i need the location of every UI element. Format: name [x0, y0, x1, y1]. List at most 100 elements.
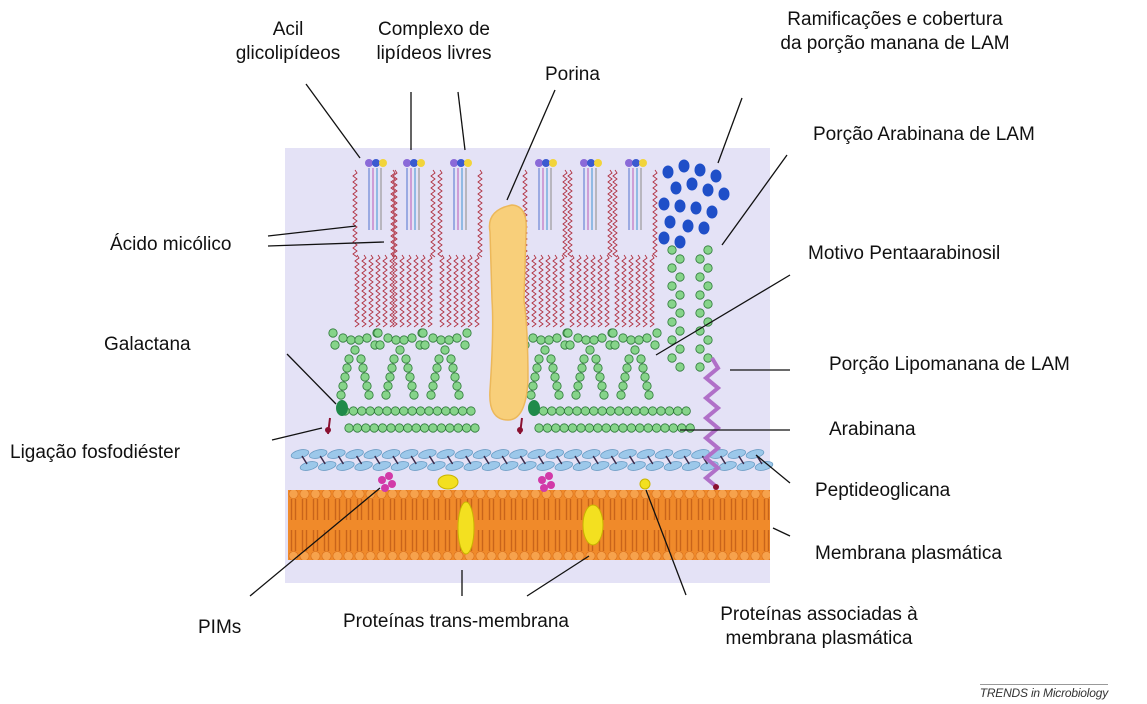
arabinose-unit — [611, 341, 619, 349]
arabinose-unit — [566, 341, 574, 349]
arabinose-unit — [676, 345, 684, 353]
arabinose-unit — [696, 273, 704, 281]
arabinose-unit — [617, 391, 625, 399]
glycolipid-head — [410, 159, 418, 167]
arabinose-unit — [388, 364, 396, 372]
arabinose-unit — [400, 407, 408, 415]
glycolipid-head — [625, 159, 633, 167]
pointer-line — [773, 528, 790, 536]
mannan-cap — [699, 222, 710, 235]
arabinose-unit — [363, 334, 371, 342]
arabinose-unit — [337, 391, 345, 399]
arabinose-unit — [598, 382, 606, 390]
arabinose-unit — [704, 264, 712, 272]
mannan-cap — [691, 202, 702, 215]
arabinose-unit — [676, 327, 684, 335]
label-complexo-lipideos-livres: Complexo de lipídeos livres — [360, 18, 508, 66]
arabinose-unit — [606, 407, 614, 415]
arabinose-unit — [676, 291, 684, 299]
label-pims: PIMs — [198, 616, 241, 640]
arabinose-unit — [408, 382, 416, 390]
label-acil-glicolipideos: Acil glicolipídeos — [228, 18, 348, 66]
arabinose-unit — [594, 424, 602, 432]
arabinose-unit — [598, 334, 606, 342]
arabinose-unit — [365, 391, 373, 399]
arabinose-unit — [446, 424, 454, 432]
arabinose-unit — [421, 341, 429, 349]
arabinose-unit — [437, 424, 445, 432]
arabinose-unit — [635, 336, 643, 344]
arabinose-unit — [384, 382, 392, 390]
phosphodiester-node — [517, 427, 523, 433]
mannan-cap — [707, 206, 718, 219]
arabinose-unit — [696, 309, 704, 317]
arabinose-unit — [391, 407, 399, 415]
arabinose-unit — [349, 407, 357, 415]
arabinose-unit — [627, 336, 635, 344]
arabinose-unit — [574, 334, 582, 342]
arabinose-unit — [676, 363, 684, 371]
arabinose-unit — [427, 391, 435, 399]
arabinose-unit — [609, 329, 617, 337]
mannan-cap — [675, 200, 686, 213]
transmembrane-protein-2 — [583, 505, 603, 545]
arabinose-unit — [376, 341, 384, 349]
arabinose-unit — [382, 391, 390, 399]
galactan-anchor — [528, 400, 540, 416]
arabinose-unit — [329, 329, 337, 337]
label-ligacao-fosfodiester: Ligação fosfodiéster — [10, 441, 180, 465]
mannan-cap — [665, 216, 676, 229]
arabinose-unit — [668, 300, 676, 308]
arabinose-unit — [451, 373, 459, 381]
arabinose-unit — [641, 373, 649, 381]
glycolipid-head — [365, 159, 373, 167]
glycolipid-head — [417, 159, 425, 167]
arabinose-unit — [529, 382, 537, 390]
label-galactana: Galactana — [104, 333, 191, 357]
arabinose-unit — [652, 424, 660, 432]
label-acido-micolico: Ácido micólico — [110, 233, 231, 257]
label-ramificacoes-lam: Ramificações e cobertura da porção manan… — [735, 8, 1055, 56]
arabinose-unit — [596, 373, 604, 381]
glycolipid-head — [549, 159, 557, 167]
arabinose-unit — [351, 346, 359, 354]
pointer-line — [458, 92, 465, 150]
label-arabinana: Arabinana — [829, 418, 916, 442]
arabinose-unit — [547, 355, 555, 363]
arabinose-unit — [643, 382, 651, 390]
glycolipid-head — [535, 159, 543, 167]
arabinose-unit — [454, 424, 462, 432]
arabinose-unit — [355, 336, 363, 344]
arabinose-unit — [553, 382, 561, 390]
arabinose-unit — [669, 424, 677, 432]
mannan-cap — [671, 182, 682, 195]
transmembrane-protein-1 — [458, 502, 474, 554]
credit-trends-microbiology: TRENDS in Microbiology — [980, 684, 1108, 700]
arabinose-unit — [704, 300, 712, 308]
arabinose-unit — [419, 329, 427, 337]
glycolipid-head — [639, 159, 647, 167]
arabinose-unit — [450, 407, 458, 415]
arabinose-unit — [387, 424, 395, 432]
arabinose-unit — [573, 407, 581, 415]
glycolipid-head — [457, 159, 465, 167]
arabinose-unit — [408, 407, 416, 415]
arabinose-unit — [445, 336, 453, 344]
mannan-cap — [663, 166, 674, 179]
arabinose-unit — [556, 407, 564, 415]
arabinose-unit — [429, 424, 437, 432]
arabinose-unit — [686, 424, 694, 432]
arabinose-unit — [553, 334, 561, 342]
arabinose-unit — [433, 364, 441, 372]
arabinose-unit — [400, 336, 408, 344]
arabinose-unit — [458, 407, 466, 415]
arabinose-unit — [543, 424, 551, 432]
arabinose-unit — [564, 407, 572, 415]
arabinose-unit — [619, 382, 627, 390]
arabinose-unit — [345, 424, 353, 432]
arabinose-unit — [574, 382, 582, 390]
arabinose-unit — [392, 336, 400, 344]
arabinose-unit — [651, 341, 659, 349]
arabinose-unit — [640, 407, 648, 415]
arabinose-unit — [408, 334, 416, 342]
